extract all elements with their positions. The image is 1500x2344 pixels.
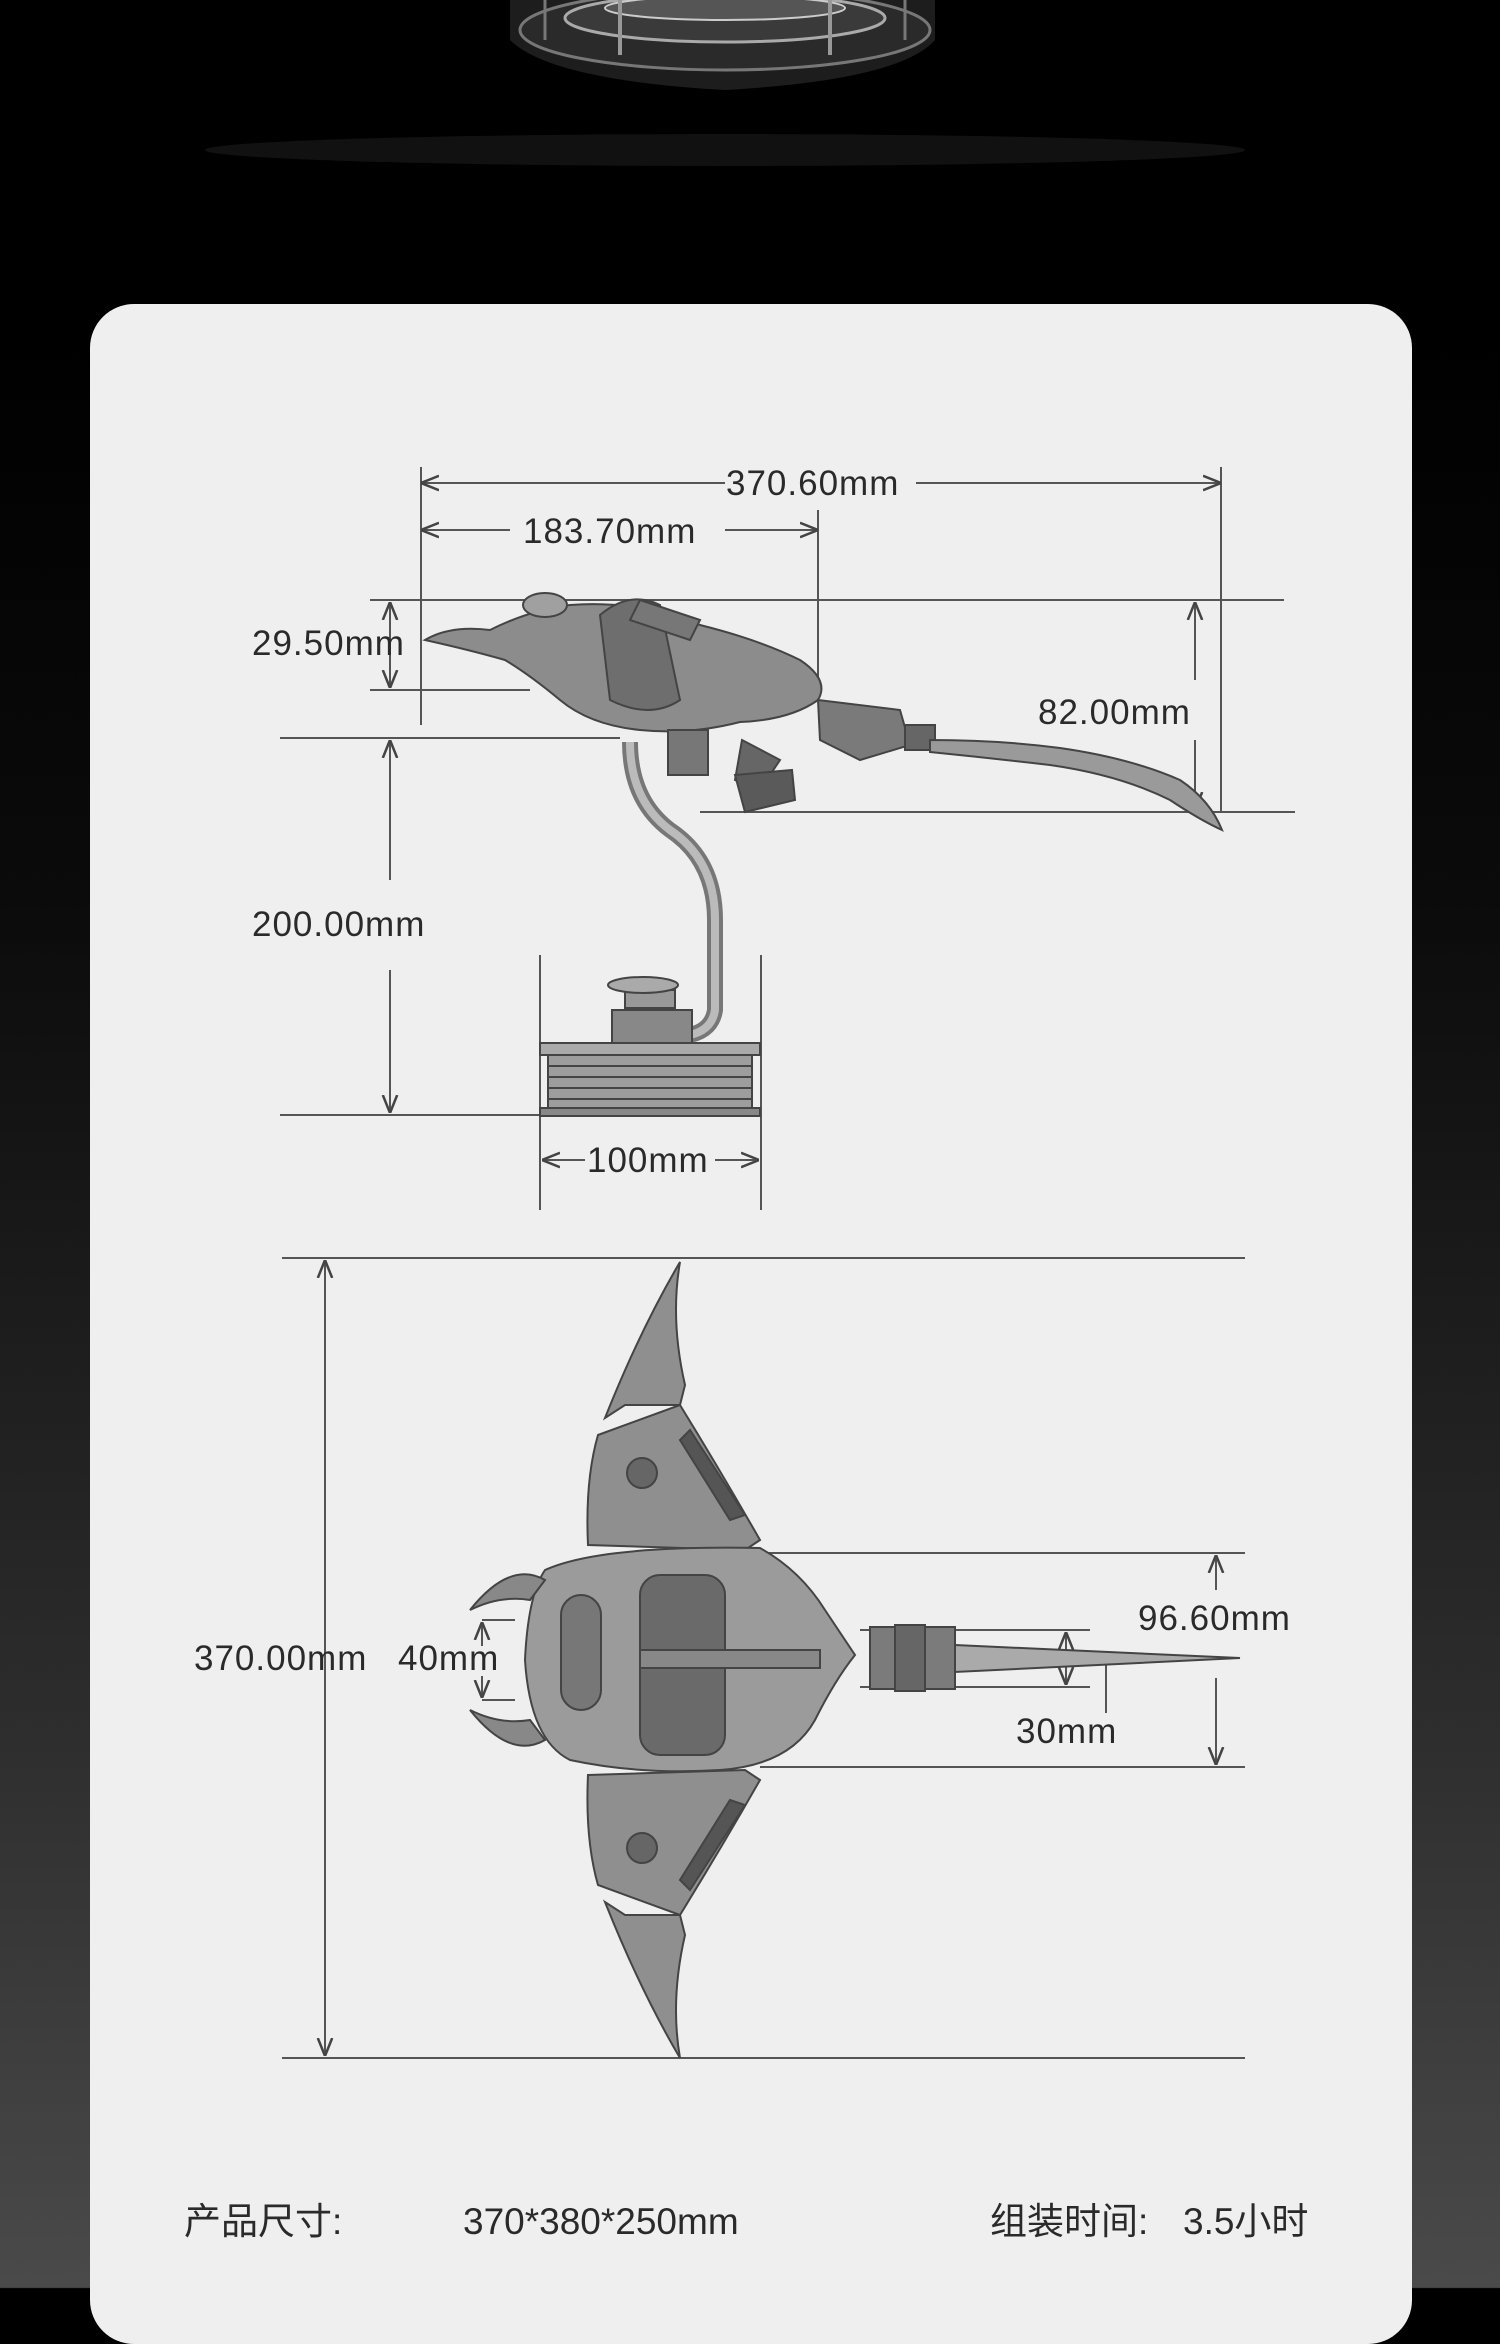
dim-total-length: 370.60mm [726,464,900,503]
product-stand-top-image [0,0,1500,175]
dim-side-height: 82.00mm [1038,693,1191,732]
assembly-value: 3.5小时 [1183,2201,1309,2242]
manta-ray-side-model [422,592,1224,1117]
dim-wingspan: 370.00mm [194,1639,368,1678]
dim-body-thickness: 29.50mm [252,624,405,663]
dim-tail-width: 30mm [1016,1712,1118,1751]
size-value: 370*380*250mm [463,2201,739,2242]
manta-ray-top-model [469,1261,1241,2059]
top-view [282,1257,1245,2059]
technical-drawing [280,467,1295,2059]
dim-mouth-width: 40mm [398,1639,500,1678]
dim-body-length: 183.70mm [523,512,697,551]
dim-base-width: 100mm [587,1141,709,1180]
dim-stand-height: 200.00mm [252,905,426,944]
side-view [280,467,1295,1210]
dim-body-width: 96.60mm [1138,1599,1291,1638]
assembly-label: 组装时间: [990,2201,1149,2242]
size-label: 产品尺寸: [184,2201,343,2242]
